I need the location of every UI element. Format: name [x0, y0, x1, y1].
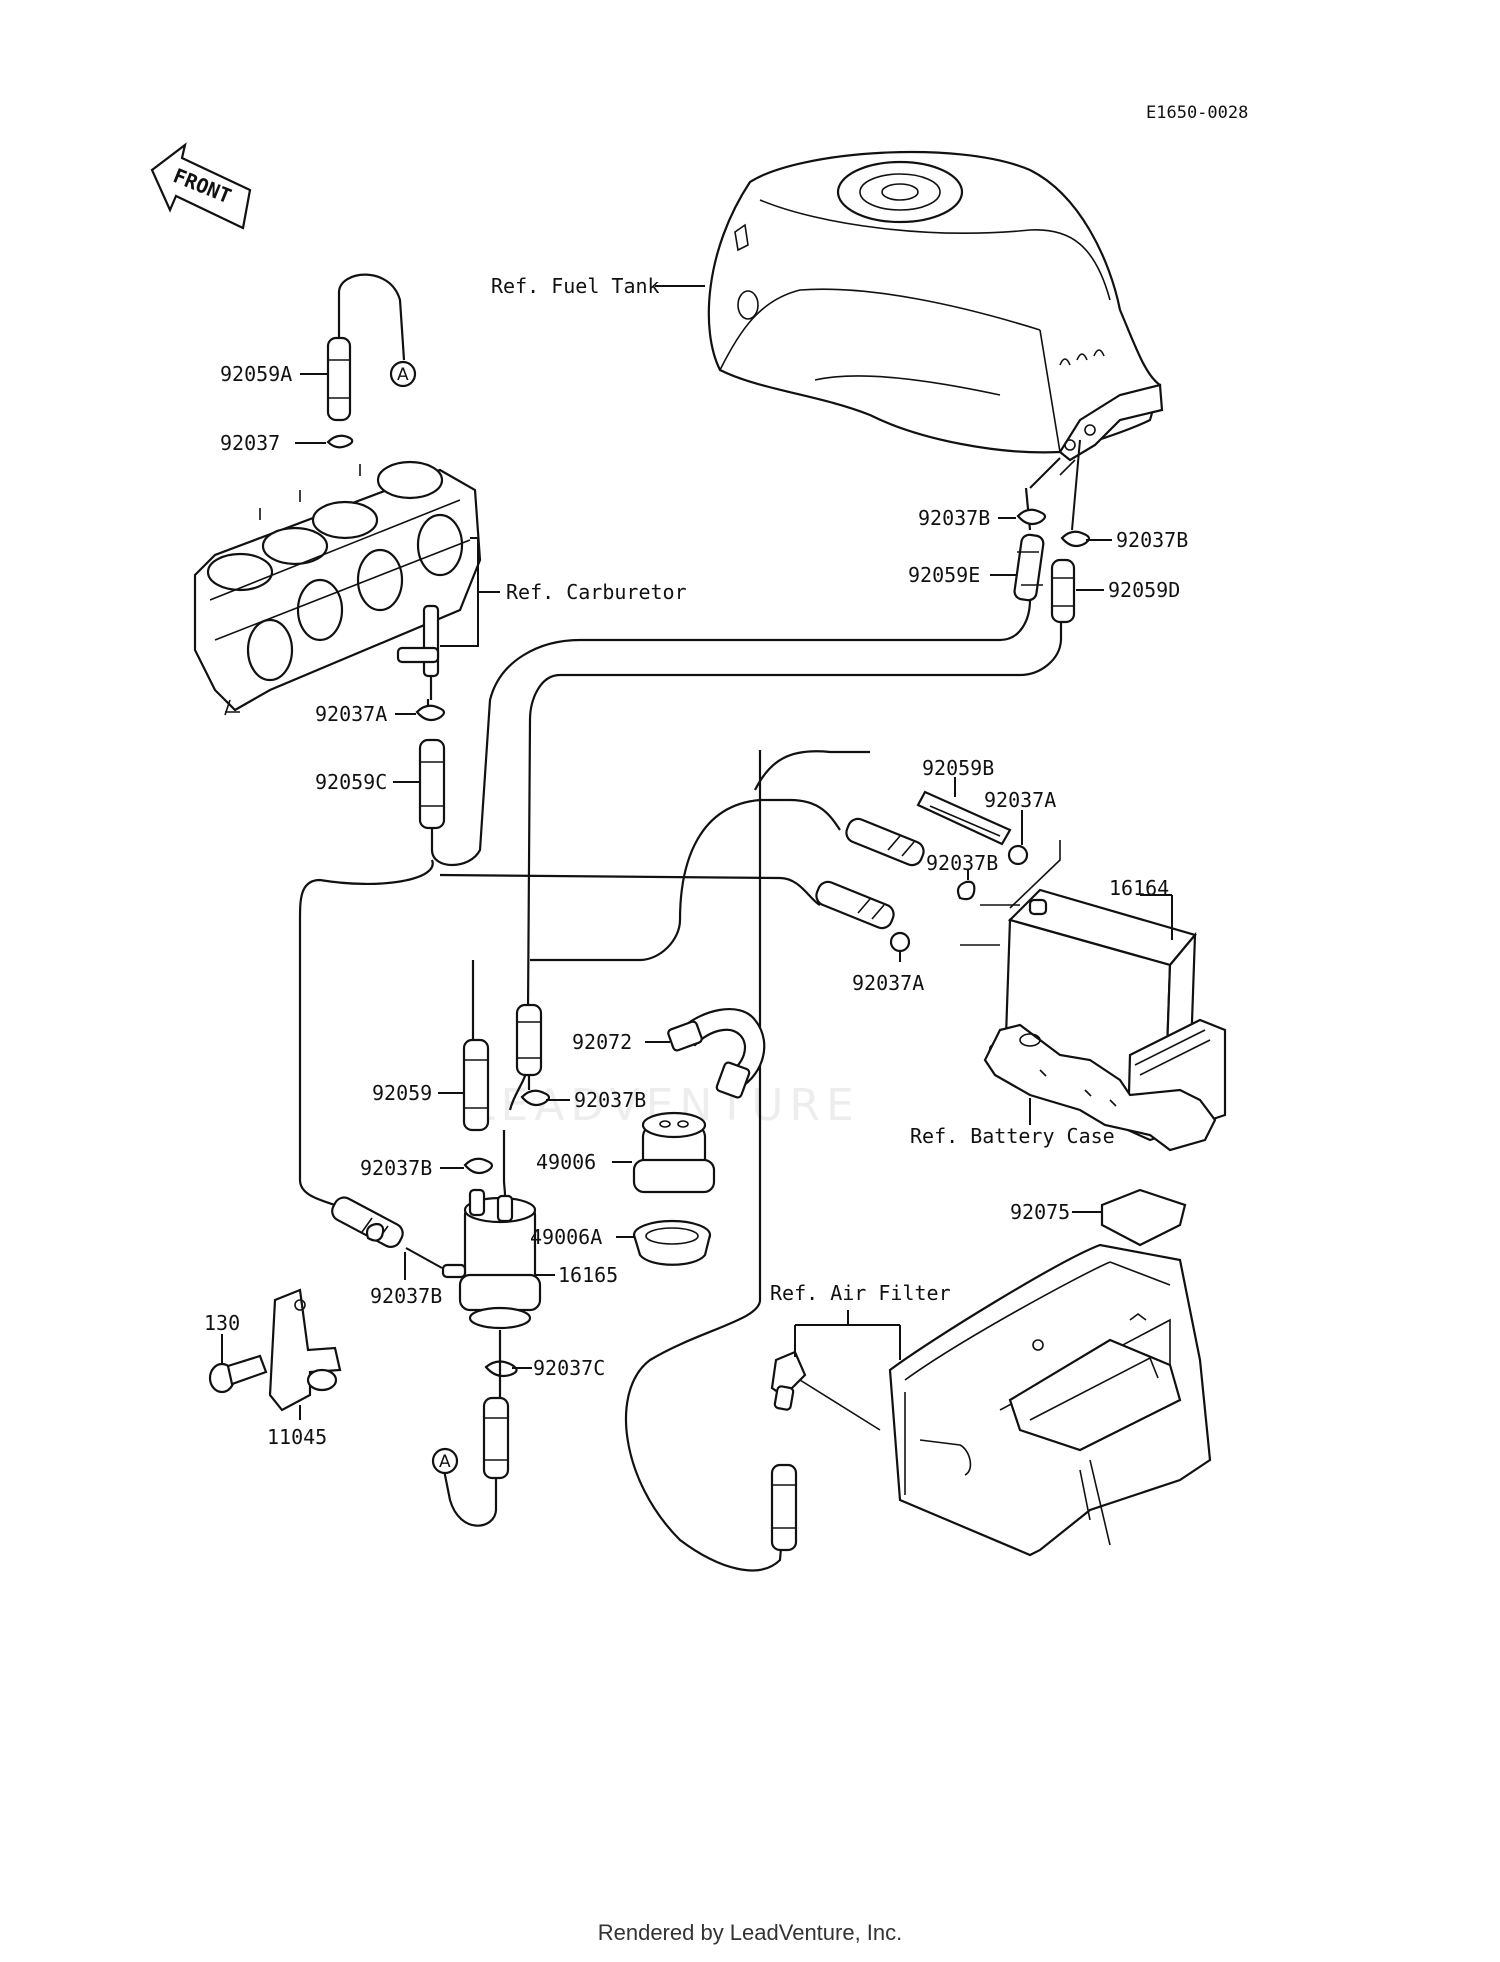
clip-92037C	[484, 1360, 518, 1378]
hose-92059E	[1013, 533, 1045, 602]
label-ref-air-filter: Ref. Air Filter	[770, 1281, 951, 1305]
fuel-tank	[707, 150, 1164, 476]
label-49006: 49006	[536, 1150, 596, 1174]
hose-canister-upper	[845, 817, 925, 867]
label-92037: 92037	[220, 431, 280, 455]
clip-92037A-1	[415, 699, 446, 722]
clip-92037	[326, 434, 354, 449]
clip-92037B-1	[1016, 508, 1047, 526]
label-92059A: 92059A	[220, 362, 292, 386]
clip-92037A-3	[889, 931, 911, 953]
clip-92037B-6	[365, 1222, 385, 1242]
clip-92037B-2	[1060, 530, 1091, 548]
carburetor	[193, 460, 482, 716]
air-filter-fitting	[770, 1350, 807, 1411]
label-92059E: 92059E	[908, 563, 980, 587]
hose-92059D	[1050, 558, 1076, 624]
label-92037B-4: 92037B	[574, 1088, 646, 1112]
label-92037C: 92037C	[533, 1356, 605, 1380]
label-92037B-6: 92037B	[370, 1284, 442, 1308]
label-92037B-3: 92037B	[926, 851, 998, 875]
render-credit: Rendered by LeadVenture, Inc.	[597, 1920, 903, 1945]
label-16164: 16164	[1109, 876, 1169, 900]
label-92059: 92059	[372, 1081, 432, 1105]
pad-92075	[1100, 1188, 1187, 1247]
label-ref-carburetor: Ref. Carburetor	[506, 580, 687, 604]
hose-92059B	[916, 790, 1012, 846]
fuel-pump-16165	[441, 1188, 542, 1330]
connector-a-bottom: A	[439, 1452, 451, 1472]
hose-92059C	[418, 738, 446, 830]
clip-92037B-5	[463, 1157, 494, 1175]
hose-92059	[462, 1038, 490, 1132]
clip-92037B-3	[956, 880, 976, 901]
label-92037B-1: 92037B	[918, 506, 990, 530]
label-92072: 92072	[572, 1030, 632, 1054]
label-11045: 11045	[267, 1425, 327, 1449]
label-49006A: 49006A	[530, 1225, 602, 1249]
t-fitting	[396, 604, 440, 678]
label-130: 130	[204, 1311, 240, 1335]
diagram-id: E1650-0028	[1146, 103, 1248, 123]
strap-92072	[667, 1008, 766, 1099]
label-92037A-3: 92037A	[852, 971, 924, 995]
label-92037B-2: 92037B	[1116, 528, 1188, 552]
bolt-130	[208, 1354, 268, 1394]
hose-canister-lower	[815, 880, 895, 930]
label-92059C: 92059C	[315, 770, 387, 794]
label-92059D: 92059D	[1108, 578, 1180, 602]
hose-92059A	[326, 336, 352, 422]
label-92037B-5: 92037B	[360, 1156, 432, 1180]
filter-49006A	[632, 1219, 712, 1266]
label-92075: 92075	[1010, 1200, 1070, 1224]
label-92037A-1: 92037A	[315, 702, 387, 726]
front-arrow-icon: FRONT	[150, 142, 252, 230]
label-ref-battery-case: Ref. Battery Case	[910, 1124, 1115, 1148]
hose-pump-inlet	[331, 1196, 404, 1249]
label-ref-fuel-tank: Ref. Fuel Tank	[491, 274, 660, 298]
air-filter	[888, 1243, 1212, 1557]
filter-49006	[632, 1111, 716, 1194]
hose-air-filter	[770, 1463, 798, 1552]
clip-92037A-2	[1007, 844, 1029, 866]
connector-a-top: A	[397, 365, 409, 385]
label-16165: 16165	[558, 1263, 618, 1287]
hose-upper-pump	[515, 1003, 543, 1077]
clip-92037B-4	[520, 1089, 551, 1107]
hose-bottom	[482, 1396, 510, 1480]
label-92037A-2: 92037A	[984, 788, 1056, 812]
battery-case	[983, 1023, 1217, 1152]
bracket-11045	[268, 1288, 342, 1412]
label-92059B: 92059B	[922, 756, 994, 780]
